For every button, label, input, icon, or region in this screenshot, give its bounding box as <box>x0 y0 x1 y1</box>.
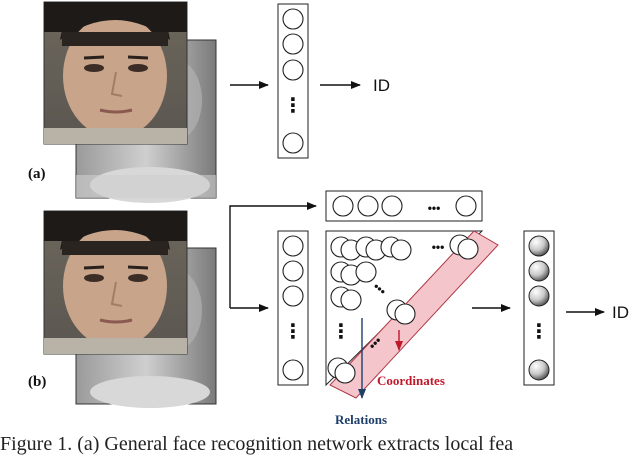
relation-matrix: ••• ••• ••• ⋮ <box>325 230 499 399</box>
feature-column-a: ⋮ <box>277 3 309 159</box>
neuron <box>528 359 550 381</box>
face-photo-b <box>43 210 188 355</box>
hdots: ••• <box>428 201 441 215</box>
neuron <box>282 235 304 257</box>
vdots: ⋮ <box>529 321 549 343</box>
panel-a: (a) ⋮ ID <box>28 1 390 203</box>
neuron <box>332 195 354 217</box>
panel-b: (b) ••• ⋮ <box>28 190 629 427</box>
coordinates-label: Coordinates <box>377 373 445 388</box>
neuron <box>282 285 304 307</box>
neuron <box>528 235 550 257</box>
neuron <box>381 195 403 217</box>
neuron <box>282 33 304 55</box>
vdots: ⋮ <box>283 321 303 343</box>
neuron <box>282 59 304 81</box>
neuron <box>357 195 379 217</box>
neuron <box>282 132 304 154</box>
face-photo-a <box>43 1 188 145</box>
panel-b-label: (b) <box>28 374 46 390</box>
figure-caption: Figure 1. (a) General face recognition n… <box>0 433 514 455</box>
feature-column-b: ⋮ <box>277 230 309 386</box>
neuron <box>282 8 304 30</box>
neuron <box>528 285 550 307</box>
neuron <box>455 195 477 217</box>
hdots: ••• <box>432 240 445 254</box>
matrix-neurons <box>327 234 479 384</box>
relations-label: Relations <box>335 412 387 427</box>
neuron <box>282 260 304 282</box>
neuron <box>528 260 550 282</box>
arrow-b-top-branch <box>229 202 317 308</box>
panel-a-label: (a) <box>28 166 46 182</box>
output-column-b: ⋮ <box>523 230 555 386</box>
feature-row-top: ••• <box>325 190 483 222</box>
neuron <box>282 359 304 381</box>
output-id-b: ID <box>612 303 629 322</box>
output-id-a: ID <box>373 76 390 95</box>
vdots: ⋮ <box>331 321 351 343</box>
vdots: ⋮ <box>283 95 303 117</box>
